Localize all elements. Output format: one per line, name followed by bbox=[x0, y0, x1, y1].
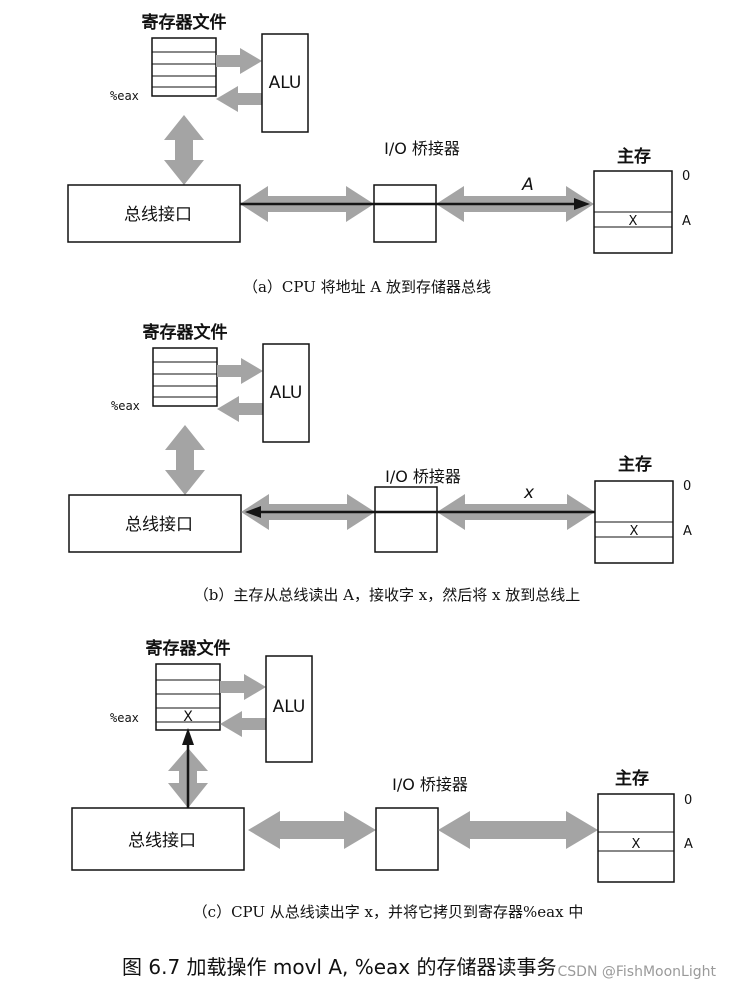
regfile-bus-vertical-arrow bbox=[165, 425, 205, 495]
register-file-label: 寄存器文件 bbox=[142, 12, 227, 33]
bus-data-label: x bbox=[523, 483, 535, 503]
bus-interface-box bbox=[67, 184, 241, 243]
alu-label: ALU bbox=[269, 73, 302, 93]
memory-bus-arrow bbox=[438, 811, 598, 849]
main-memory-box bbox=[594, 480, 674, 564]
memory-cell-value: X bbox=[629, 214, 638, 229]
io-bridge-label: I/O 桥接器 bbox=[385, 467, 461, 486]
bus-interface-box bbox=[68, 494, 242, 553]
panel-b: 寄存器文件 %eax ALU 总线接口 I/O 桥接器 x 主存 bbox=[68, 322, 692, 604]
main-memory-label: 主存 bbox=[617, 146, 651, 167]
main-memory-box bbox=[593, 170, 673, 254]
io-bridge-box bbox=[374, 486, 438, 553]
memory-cell-value: X bbox=[632, 837, 641, 852]
main-memory-label: 主存 bbox=[618, 454, 652, 475]
regfile-to-alu-arrow bbox=[220, 674, 266, 700]
io-bridge-label: I/O 桥接器 bbox=[392, 775, 468, 794]
data-flow-line bbox=[245, 506, 595, 518]
bus-interface-label: 总线接口 bbox=[124, 205, 192, 225]
alu-to-regfile-arrow bbox=[217, 396, 263, 422]
memory-cell-value: X bbox=[630, 524, 639, 539]
regfile-bus-vertical-arrow bbox=[164, 115, 204, 185]
bus-interface-label: 总线接口 bbox=[125, 515, 193, 535]
alu-box bbox=[265, 655, 313, 763]
alu-box bbox=[262, 343, 310, 443]
register-file-label: 寄存器文件 bbox=[143, 322, 228, 343]
alu-label: ALU bbox=[270, 383, 303, 403]
figure-caption: 图 6.7 加载操作 movl A, %eax 的存储器读事务 bbox=[122, 955, 557, 979]
register-file bbox=[152, 347, 218, 407]
alu-to-regfile-arrow bbox=[220, 711, 266, 737]
watermark: CSDN @FishMoonLight bbox=[558, 964, 717, 980]
register-file-label: 寄存器文件 bbox=[146, 638, 231, 659]
panel-c: 寄存器文件 %eax X ALU 总线接口 I/O 桥接器 主存 bbox=[71, 638, 693, 921]
eax-label: %eax bbox=[110, 89, 139, 103]
bus-address-label: A bbox=[521, 175, 534, 195]
main-memory-label: 主存 bbox=[615, 768, 649, 789]
memory-address-zero: 0 bbox=[682, 169, 690, 184]
main-memory-box bbox=[597, 793, 675, 883]
io-bridge-box bbox=[375, 807, 439, 871]
memory-address-a: A bbox=[683, 524, 692, 539]
memory-address-a: A bbox=[684, 837, 693, 852]
panel-caption: （a）CPU 将地址 A 放到存储器总线 bbox=[243, 278, 491, 296]
data-copy-line bbox=[182, 728, 194, 808]
alu-label: ALU bbox=[273, 697, 306, 717]
memory-address-zero: 0 bbox=[683, 479, 691, 494]
panel-caption: （c）CPU 从总线读出字 x，并将它拷贝到寄存器%eax 中 bbox=[193, 903, 584, 921]
system-bus-arrow bbox=[248, 811, 376, 849]
regfile-to-alu-arrow bbox=[216, 48, 262, 74]
alu-box bbox=[261, 33, 309, 133]
panel-a: 寄存器文件 %eax ALU 总线接口 I/O 桥接器 A 主存 bbox=[67, 12, 691, 296]
eax-value: X bbox=[183, 709, 193, 725]
memory-address-a: A bbox=[682, 214, 691, 229]
panel-caption: （b）主存从总线读出 A，接收字 x，然后将 x 放到总线上 bbox=[194, 586, 580, 604]
eax-label: %eax bbox=[110, 711, 139, 725]
regfile-to-alu-arrow bbox=[217, 358, 263, 384]
bus-interface-box bbox=[71, 807, 245, 871]
memory-address-zero: 0 bbox=[684, 793, 692, 808]
io-bridge-label: I/O 桥接器 bbox=[384, 139, 460, 158]
bus-interface-label: 总线接口 bbox=[128, 831, 196, 851]
eax-label: %eax bbox=[111, 399, 140, 413]
io-bridge-box bbox=[373, 184, 437, 243]
alu-to-regfile-arrow bbox=[216, 86, 262, 112]
address-flow-line bbox=[240, 198, 590, 210]
register-file bbox=[151, 37, 217, 97]
